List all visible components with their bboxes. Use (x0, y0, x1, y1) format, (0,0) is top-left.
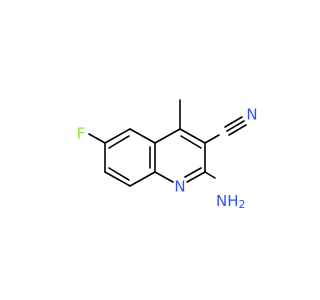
bond-c6-fluorine (88, 133, 106, 144)
bond-c7-c8 (104, 171, 131, 187)
atom-label-ring-nitrogen: N (174, 178, 185, 196)
bond-c2-n1-inner (184, 167, 202, 178)
atom-label-amino: NH2 (216, 192, 246, 212)
atom-label-fluorine: F (77, 125, 86, 143)
bond-c5-c6 (104, 128, 131, 144)
bond-c4a-c5 (129, 128, 156, 144)
molecule-structure-diagram: F N N NH2 (77, 99, 258, 212)
bond-c7-c8-inner (108, 167, 130, 181)
bond-c2-amino (204, 171, 216, 179)
bond-c4-c3 (179, 128, 206, 144)
bond-nitrile-triple-1 (226, 120, 245, 132)
bond-c4-c3-inner (180, 135, 202, 149)
amino-subscript-text: 2 (239, 198, 246, 211)
bond-c3-nitrile-carbon (204, 134, 220, 144)
bond-c2-n1 (186, 171, 206, 183)
bond-c8-c8a (129, 171, 156, 187)
atom-label-nitrile-nitrogen: N (246, 106, 257, 124)
bond-c4a-c4 (154, 128, 181, 144)
bond-c5-c6-inner (108, 135, 130, 149)
bond-nitrile-triple-3 (228, 124, 247, 136)
amino-main-text: NH (216, 192, 239, 210)
bond-nitrile-triple-2 (224, 116, 243, 128)
bond-n1-c8a (154, 171, 174, 183)
